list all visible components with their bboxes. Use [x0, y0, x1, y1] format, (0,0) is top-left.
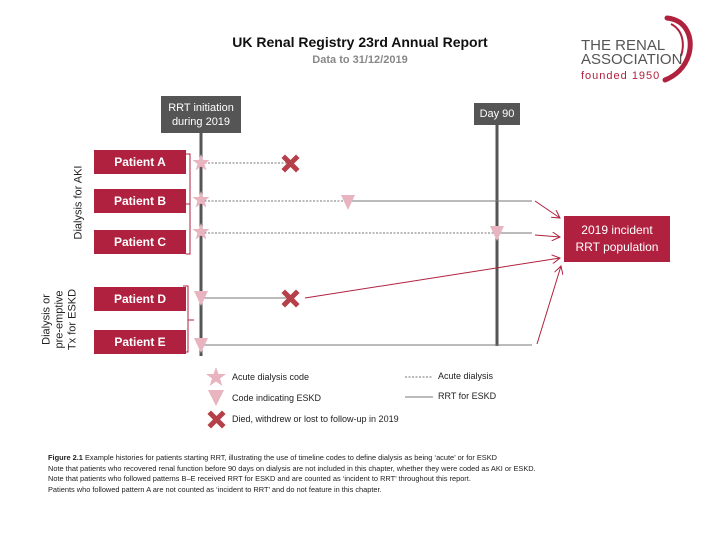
patient-c-box: Patient C	[94, 230, 186, 254]
patient-d-cross-icon	[281, 289, 300, 308]
legend-star-icon	[206, 367, 226, 386]
legend-triangle-icon	[208, 390, 224, 406]
report-subtitle: Data to 31/12/2019	[312, 54, 408, 66]
figure-text: Example histories for patients starting …	[82, 453, 497, 462]
caption-note-1: Note that patients who recovered renal f…	[48, 463, 536, 473]
logo-founded: founded 1950	[581, 70, 661, 82]
logo-line-1: THE RENAL	[581, 37, 666, 54]
patient-e-triangle-icon	[194, 338, 208, 353]
rrt-initiation-label-2: during 2019	[171, 115, 231, 128]
report-title: UK Renal Registry 23rd Annual Report	[232, 34, 488, 50]
legend-star-label: Acute dialysis code	[232, 372, 310, 382]
patient-a-box: Patient A	[94, 150, 186, 174]
patient-c-triangle-icon	[490, 226, 504, 241]
eskd-group-label: Dialysis or pre-emptive Tx for ESKD	[41, 278, 80, 362]
arrow-patient-b	[534, 200, 560, 218]
legend-triangle-label: Code indicating ESKD	[232, 393, 322, 403]
arrow-patient-e	[536, 266, 561, 345]
renal-association-logo: THE RENAL ASSOCIATION founded 1950	[575, 14, 695, 86]
patient-a-star-icon	[192, 154, 210, 171]
eskd-label-line-3: Tx for ESKD	[66, 288, 79, 351]
patient-b-box: Patient B	[94, 189, 186, 213]
patient-e-box: Patient E	[94, 330, 186, 354]
figure-label: Figure 2.1	[48, 453, 83, 462]
incident-line-2: RRT population	[575, 240, 659, 254]
aki-group-label: Dialysis for AKI	[72, 165, 85, 240]
legend-cross-label: Died, withdrew or lost to follow-up in 2…	[232, 414, 399, 424]
figure-caption: Figure 2.1 Example histories for patient…	[48, 453, 688, 495]
rrt-initiation-label-1: RRT initiation	[168, 101, 234, 114]
day90-header: Day 90	[474, 103, 520, 125]
patient-b-triangle-icon	[341, 195, 355, 210]
incident-line-1: 2019 incident	[581, 223, 653, 237]
eskd-label-line-1: Dialysis or	[40, 294, 53, 345]
patient-a-cross-icon	[281, 154, 300, 173]
incident-population-box: 2019 incident RRT population	[564, 216, 670, 262]
patient-b-star-icon	[192, 191, 210, 208]
patient-d-box: Patient D	[94, 287, 186, 311]
legend-solid-label: RRT for ESKD	[438, 391, 497, 401]
rrt-initiation-header: RRT initiation during 2019	[161, 96, 241, 133]
logo-line-2: ASSOCIATION	[581, 51, 683, 68]
patient-c-star-icon	[192, 223, 210, 240]
caption-note-3: Patients who followed pattern A are not …	[48, 484, 382, 494]
patient-d-triangle-icon	[194, 291, 208, 306]
eskd-label-line-2: pre-emptive	[53, 290, 66, 349]
caption-note-2: Note that patients who followed patterns…	[48, 474, 471, 484]
arrow-patient-c	[534, 235, 560, 237]
arrow-patient-d	[304, 258, 560, 299]
legend-cross-icon	[207, 410, 226, 429]
logo-swirl-icon	[662, 15, 693, 83]
legend-dashed-label: Acute dialysis	[438, 371, 494, 381]
